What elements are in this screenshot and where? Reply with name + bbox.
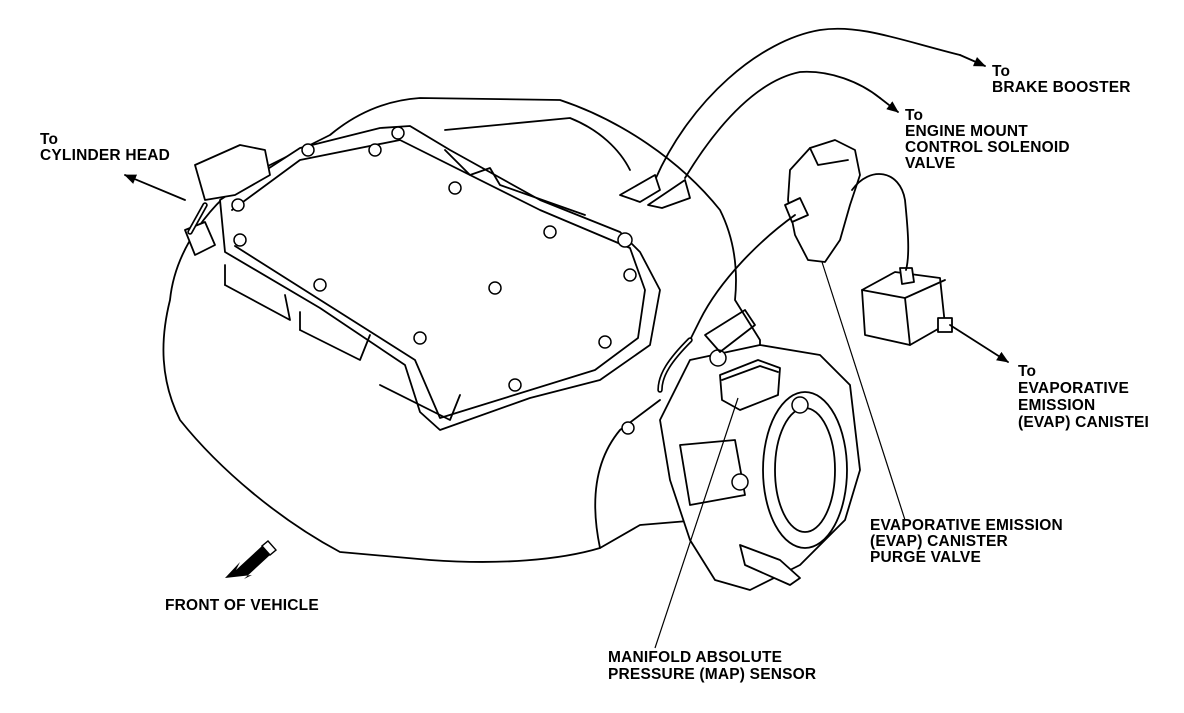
label-brake-booster: To BRAKE BOOSTER: [992, 63, 1131, 96]
purge-valve: [784, 139, 861, 263]
arrow-icon: [879, 97, 899, 113]
label-front-of-vehicle: FRONT OF VEHICLE: [165, 597, 319, 614]
arrow-icon: [124, 174, 186, 201]
label-purge-valve: EVAPORATIVE EMISSION (EVAP) CANISTER PUR…: [870, 517, 1067, 566]
label-evap-canister: To EVAPORATIVE EMISSION (EVAP) CANISTEI: [1018, 363, 1149, 431]
cylinder-head-fitting: [124, 144, 271, 256]
label-engine-mount-valve: To ENGINE MOUNT CONTROL SOLENOID VALVE: [905, 107, 1074, 172]
evap-connector: [861, 267, 953, 346]
arrow-icon: [959, 54, 986, 67]
map-sensor: [719, 359, 781, 411]
front-arrow-icon: [225, 540, 278, 579]
label-cylinder-head: To CYLINDER HEAD: [40, 131, 170, 164]
leader-lines: [654, 261, 906, 649]
arrow-icon: [949, 324, 1009, 363]
vacuum-hoses: [619, 27, 1009, 393]
label-map-sensor: MANIFOLD ABSOLUTE PRESSURE (MAP) SENSOR: [608, 649, 816, 683]
throttle-body: [659, 344, 861, 591]
